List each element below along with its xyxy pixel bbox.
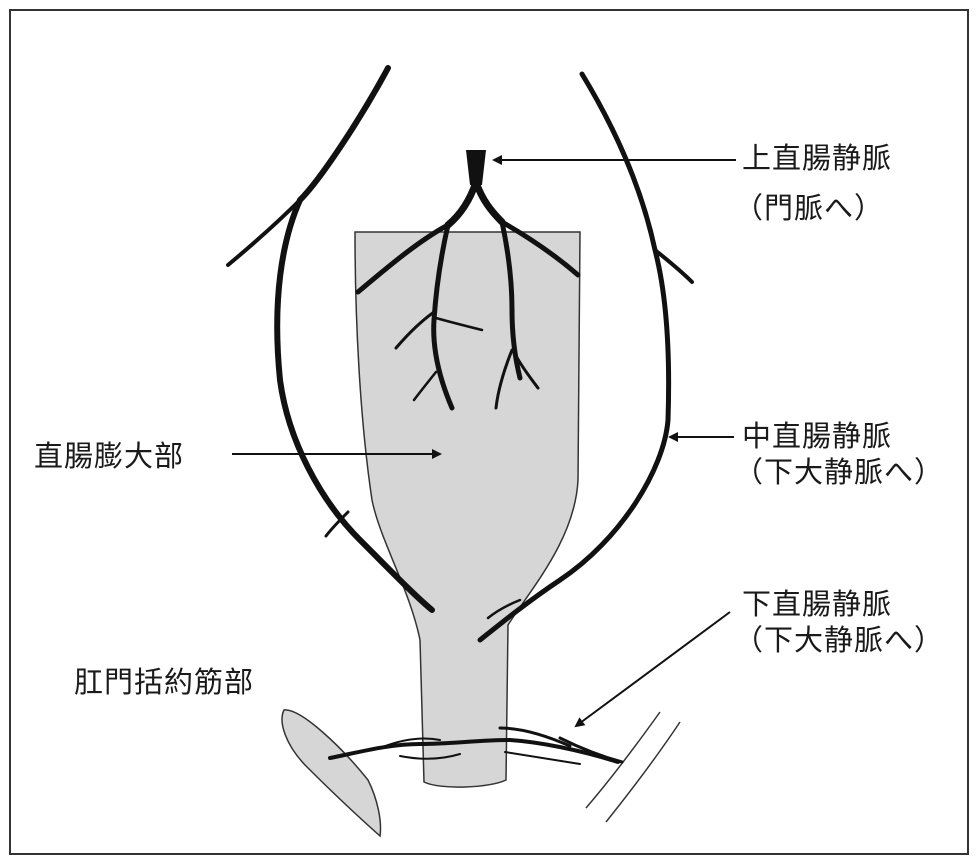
- label-inferior-rectal-vein-destination: （下大静脈へ）: [734, 622, 944, 658]
- label-middle-rectal-vein: 中直腸静脈: [742, 418, 892, 454]
- label-inferior-rectal-vein: 下直腸静脈: [742, 586, 892, 622]
- arrow-inferior-rectal-vein: [576, 612, 730, 726]
- sphincter-muscle: [282, 710, 380, 836]
- label-rectal-ampulla: 直腸膨大部: [34, 438, 184, 474]
- label-superior-rectal-vein: 上直腸静脈: [742, 140, 892, 176]
- label-superior-rectal-vein-destination: （門脈へ）: [734, 190, 884, 226]
- label-middle-rectal-vein-destination: （下大静脈へ）: [734, 454, 944, 490]
- rectum-body: [355, 232, 580, 787]
- anal-margin-line-outer: [586, 712, 660, 808]
- anal-margin-line-inner: [606, 722, 680, 822]
- label-anal-sphincter-region: 肛門括約筋部: [74, 664, 254, 700]
